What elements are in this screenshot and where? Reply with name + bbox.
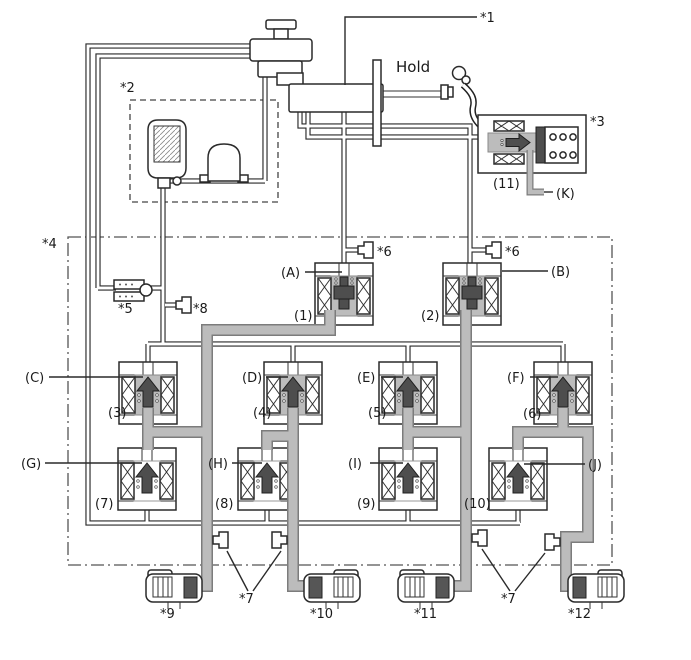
port-h-label: (H) bbox=[208, 457, 228, 472]
wheel-cylinder-10 bbox=[303, 569, 361, 610]
pump-motor bbox=[199, 143, 249, 183]
callout-12: *12 bbox=[568, 607, 591, 622]
valve-7-label: (7) bbox=[95, 497, 113, 512]
simulator-piston bbox=[535, 126, 546, 164]
callout-9: *9 bbox=[160, 607, 175, 622]
check-valve bbox=[113, 279, 153, 302]
wheel-cylinder-11 bbox=[397, 569, 455, 610]
port-i-label: (I) bbox=[348, 457, 362, 472]
callout-8: *8 bbox=[193, 302, 208, 317]
valve-3-label: (3) bbox=[108, 406, 126, 421]
valve-10 bbox=[488, 447, 548, 511]
port-k-label: (K) bbox=[556, 187, 575, 202]
brake-fluid-reservoir bbox=[249, 19, 313, 86]
accumulator-valve-ball bbox=[172, 176, 182, 186]
valve-8-label: (8) bbox=[215, 497, 233, 512]
valve-7 bbox=[117, 447, 177, 511]
callout-7a: *7 bbox=[239, 592, 254, 607]
valve-10-label: (10) bbox=[464, 497, 491, 512]
return-supply-piping bbox=[85, 43, 566, 526]
hydraulic-unit-boundary bbox=[67, 236, 613, 566]
valve-11-label: (11) bbox=[493, 177, 520, 192]
callout-3: *3 bbox=[590, 115, 605, 130]
wheel-cylinder-9 bbox=[145, 569, 203, 610]
bleeder-plug-fr bbox=[271, 531, 288, 549]
bleeder-plug-fl bbox=[212, 531, 229, 549]
bleeder-plug-rl bbox=[471, 529, 488, 547]
reservoir-cap bbox=[265, 19, 297, 30]
actuator-assembly-boundary bbox=[129, 99, 279, 203]
wheel-cylinder-12 bbox=[567, 569, 625, 610]
callout-5: *5 bbox=[118, 302, 133, 317]
connector-6a-plug bbox=[357, 241, 374, 259]
pedal-pivot bbox=[451, 65, 467, 81]
port-f-label: (F) bbox=[507, 371, 525, 386]
callout-6a: *6 bbox=[377, 245, 392, 260]
valve-1-label: (1) bbox=[294, 309, 312, 324]
callout-2: *2 bbox=[120, 81, 135, 96]
valve-2-label: (2) bbox=[421, 309, 439, 324]
port-g-label: (G) bbox=[21, 457, 41, 472]
valve-4-label: (4) bbox=[253, 406, 271, 421]
valve-9-label: (9) bbox=[357, 497, 375, 512]
leader-lines bbox=[45, 16, 585, 592]
callout-1: *1 bbox=[480, 11, 495, 26]
valve-9 bbox=[378, 447, 438, 511]
bleeder-plug-rr bbox=[544, 533, 561, 551]
port-a-label: (A) bbox=[281, 266, 300, 281]
callout-11: *11 bbox=[414, 607, 437, 622]
connector-8-plug bbox=[175, 296, 192, 314]
port-d-label: (D) bbox=[242, 371, 262, 386]
port-b-label: (B) bbox=[551, 265, 570, 280]
callout-10: *10 bbox=[310, 607, 333, 622]
stroke-simulator bbox=[544, 126, 579, 164]
valve-11 bbox=[487, 120, 537, 165]
valve-5-label: (5) bbox=[368, 406, 386, 421]
port-j-label: (J) bbox=[588, 458, 602, 473]
booster-flange bbox=[372, 59, 382, 147]
callout-4: *4 bbox=[42, 237, 57, 252]
valve-6-label: (6) bbox=[523, 407, 541, 422]
accumulator bbox=[147, 119, 187, 189]
callout-7b: *7 bbox=[501, 592, 516, 607]
callout-6b: *6 bbox=[505, 245, 520, 260]
connector-6b-plug bbox=[485, 241, 502, 259]
hold-label: Hold bbox=[396, 58, 430, 76]
port-e-label: (E) bbox=[357, 371, 375, 386]
port-c-label: (C) bbox=[25, 371, 44, 386]
master-cylinder bbox=[288, 59, 384, 147]
